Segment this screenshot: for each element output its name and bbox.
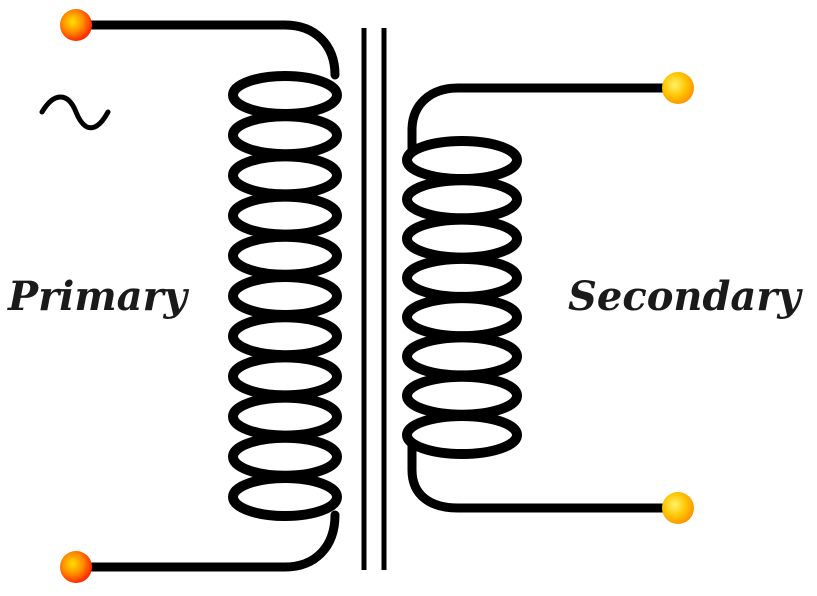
primary-label: Primary <box>7 273 190 320</box>
primary-coil-loop <box>228 352 342 401</box>
secondary-coil <box>402 136 522 459</box>
secondary-coil-loop <box>402 175 522 224</box>
primary-coil-loop <box>228 272 342 320</box>
secondary-label: Secondary <box>568 273 803 320</box>
primary-top-lead <box>71 20 340 80</box>
secondary-coil-loop <box>402 371 522 420</box>
secondary-bottom-lead <box>407 440 683 513</box>
primary-coil-loop <box>228 231 342 280</box>
primary-coil-loop <box>228 392 342 441</box>
primary-coil-loop <box>228 151 342 200</box>
primary-coil-loop <box>228 312 342 361</box>
primary-coil-loop <box>228 191 342 240</box>
secondary-coil-loop <box>402 253 522 302</box>
primary-coil-loop <box>228 473 342 521</box>
primary-bottom-lead <box>71 510 340 572</box>
primary-coil-loop <box>228 432 342 481</box>
primary-coil-loop <box>228 71 342 119</box>
secondary-coil-loop <box>402 332 522 381</box>
secondary-bottom-terminal <box>662 492 694 524</box>
secondary-coil-loop <box>402 214 522 263</box>
primary-top-terminal <box>60 9 92 41</box>
primary-coil <box>228 71 342 521</box>
primary-bottom-terminal <box>60 551 92 583</box>
ac-source-icon <box>39 94 111 131</box>
secondary-top-terminal <box>662 72 694 104</box>
secondary-coil-loop <box>402 293 522 342</box>
secondary-top-lead <box>407 83 683 155</box>
primary-coil-loop <box>228 111 342 160</box>
secondary-coil-loop <box>402 136 522 184</box>
secondary-coil-loop <box>402 411 522 459</box>
